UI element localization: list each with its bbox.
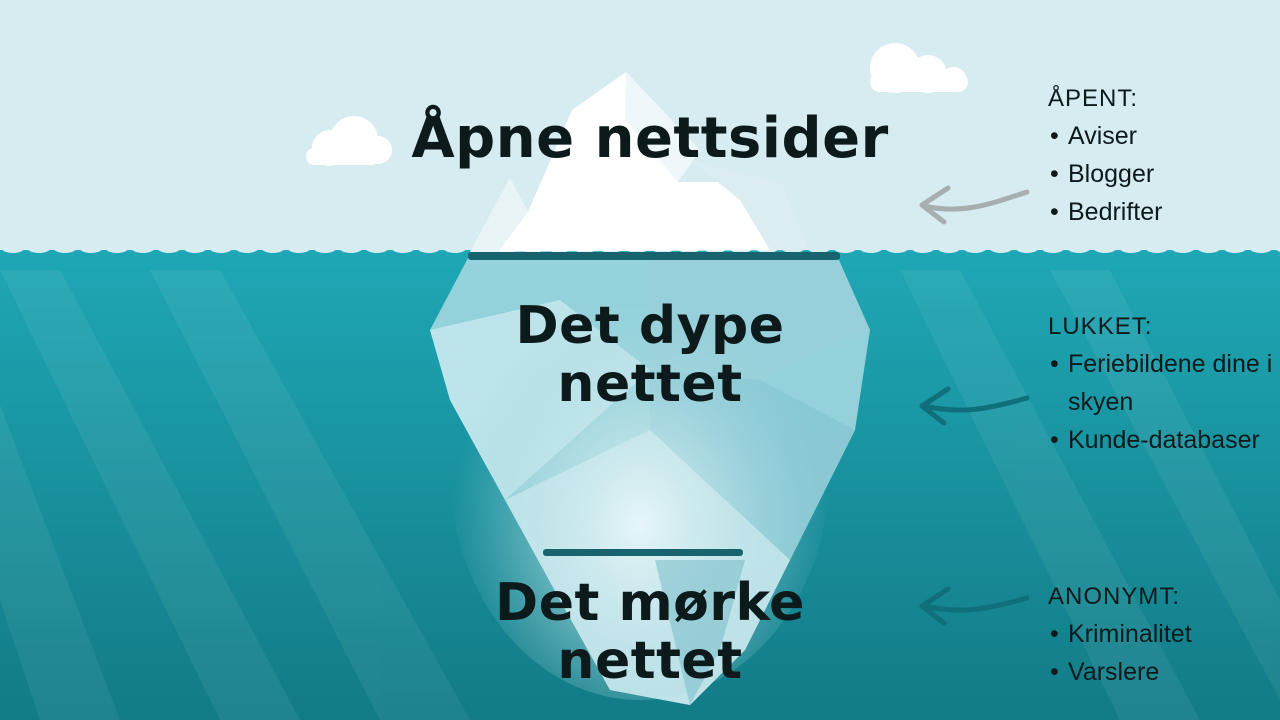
arrow-left-icon — [919, 586, 1030, 626]
wave-crest — [884, 239, 910, 253]
arrow-left-icon — [919, 386, 1030, 426]
legend-title: ANONYMT: — [1048, 583, 1181, 610]
heading-line: Det dype — [515, 296, 785, 356]
wave-crest — [832, 239, 858, 253]
divider-dark — [543, 549, 743, 556]
wave-crest — [962, 239, 988, 253]
divider-surface — [468, 252, 840, 260]
legend-item: Kriminalitet — [1048, 615, 1278, 653]
heading-line: Det mørke — [495, 573, 805, 633]
wave-crest — [1040, 239, 1066, 253]
legend-title: LUKKET: — [1048, 313, 1153, 340]
wave-crest — [260, 239, 286, 253]
wave-crest — [1144, 239, 1170, 253]
wave-crest — [1092, 239, 1118, 253]
wave-crest — [416, 239, 442, 253]
layer-heading-dark-web: Det mørke nettet — [400, 574, 900, 690]
wave-crest — [1118, 239, 1144, 253]
heading-line: nettet — [557, 631, 743, 692]
legend-item: Bedrifter — [1048, 193, 1278, 231]
wave-crest — [286, 239, 312, 253]
heading-text: Åpne nettsider — [411, 106, 889, 171]
wave-crest — [858, 239, 884, 253]
wave-crest — [364, 239, 390, 253]
wave-crest — [104, 239, 130, 253]
legend-title: ÅPENT: — [1048, 85, 1139, 112]
legend-item: Varslere — [1048, 653, 1278, 691]
wave-crest — [1222, 239, 1248, 253]
wave-crest — [1196, 239, 1222, 253]
wave-crest — [52, 239, 78, 253]
wave-crest — [1014, 239, 1040, 253]
wave-crest — [338, 239, 364, 253]
wave-crest — [182, 239, 208, 253]
wave-crest — [234, 239, 260, 253]
wave-crest — [26, 239, 52, 253]
layer-heading-open-web: Åpne nettsider — [400, 106, 900, 171]
wave-crest — [156, 239, 182, 253]
wave-crest — [0, 239, 26, 253]
wave-crest — [1274, 240, 1280, 252]
wave-crest — [1248, 239, 1274, 253]
heading-line: nettet — [557, 354, 743, 415]
wave-crest — [390, 239, 416, 253]
legend-list: Aviser Blogger Bedrifter — [1048, 117, 1278, 231]
cloud-icon — [870, 43, 968, 93]
legend-item: Feriebildene dine i skyen — [1048, 345, 1278, 421]
legend-item: Aviser — [1048, 117, 1278, 155]
wave-crest — [442, 239, 468, 253]
iceberg-illustration — [430, 72, 870, 705]
arrow-left-icon — [919, 185, 1030, 225]
wave-crest — [78, 239, 104, 253]
legend-list: Feriebildene dine i skyen Kunde-database… — [1048, 345, 1278, 459]
wave-crest — [988, 239, 1014, 253]
cloud-icon — [306, 116, 392, 166]
legend-closed: LUKKET: Feriebildene dine i skyen Kunde-… — [1048, 313, 1278, 459]
layer-heading-deep-web: Det dype nettet — [400, 297, 900, 413]
wave-crest — [312, 239, 338, 253]
legend-open: ÅPENT: Aviser Blogger Bedrifter — [1048, 85, 1278, 231]
legend-item: Kunde-databaser — [1048, 421, 1278, 459]
wave-crest — [1066, 239, 1092, 253]
wave-crest — [806, 239, 832, 253]
legend-item: Blogger — [1048, 155, 1278, 193]
legend-anonymous: ANONYMT: Kriminalitet Varslere — [1048, 583, 1278, 691]
wave-crest — [130, 239, 156, 253]
legend-list: Kriminalitet Varslere — [1048, 615, 1278, 691]
wave-crest — [1170, 239, 1196, 253]
wave-crest — [910, 239, 936, 253]
wave-crest — [208, 239, 234, 253]
wave-crest — [936, 239, 962, 253]
